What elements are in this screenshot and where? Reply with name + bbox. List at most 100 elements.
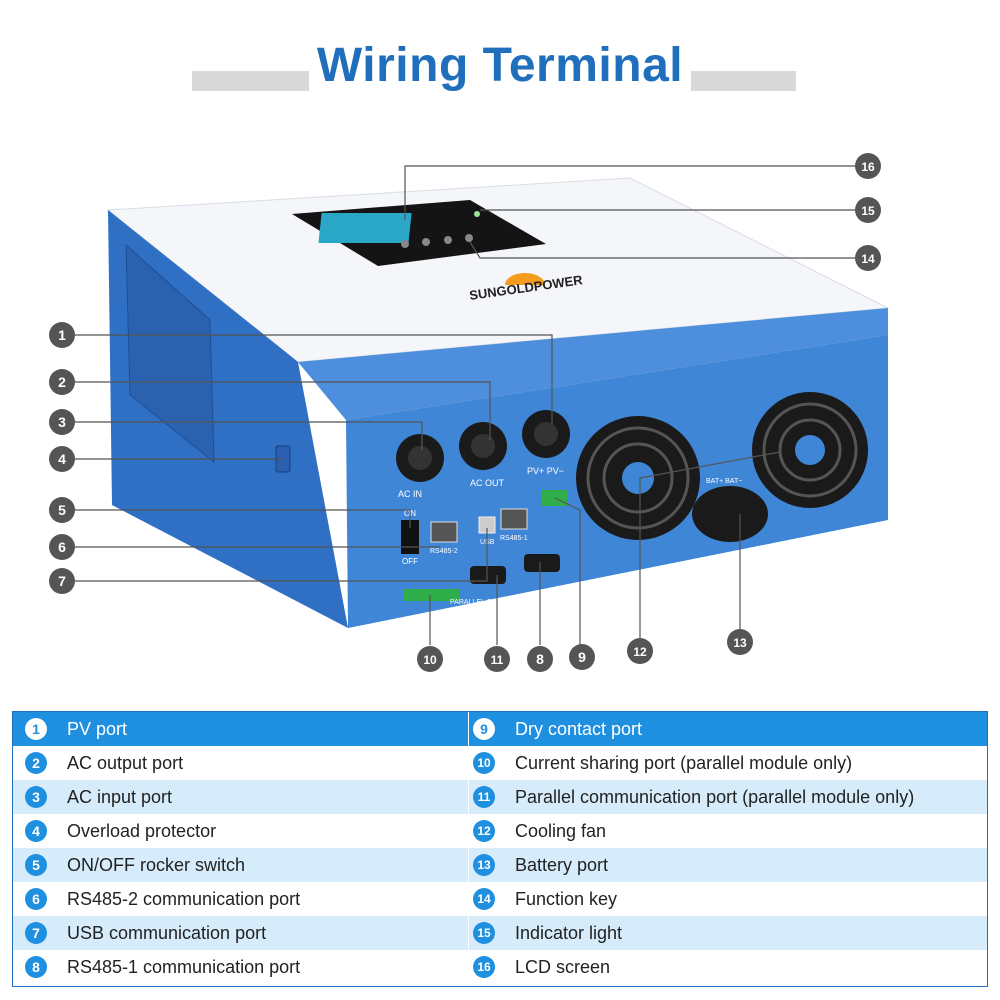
legend-number-badge: 16 [473, 956, 495, 978]
rs485-1-label: RS485-1 [500, 535, 528, 542]
legend-item: 16 LCD screen [473, 950, 983, 984]
callout-leader-lines [75, 165, 855, 645]
function-key-1 [401, 240, 409, 248]
leader-line-2 [75, 381, 491, 440]
legend-row: 2 AC output port 10 Current sharing port (… [13, 746, 987, 780]
legend-item: 2 AC output port [25, 746, 465, 780]
cooling-fan-1-ring-inner [602, 442, 674, 514]
callout-2-label: 2 [58, 374, 66, 390]
callout-8 [527, 646, 553, 672]
cooling-fan-1-hub [622, 462, 654, 494]
callout-badges: 1 2 3 4 5 6 7 8 9 10 11 12 13 14 15 16 [49, 153, 881, 672]
legend-label: RS485-1 communication port [67, 956, 301, 977]
legend-number-badge: 9 [473, 718, 495, 740]
legend-label: PV port [67, 718, 128, 739]
legend-label: LCD screen [515, 956, 611, 977]
parallel-db9-port [524, 554, 560, 572]
callout-1-label: 1 [58, 327, 66, 343]
page-title-text: Wiring Terminal [308, 39, 692, 92]
leader-line-3 [75, 421, 423, 450]
callout-6-label: 6 [58, 539, 66, 555]
callout-16-label: 16 [861, 160, 875, 174]
callout-13-label: 13 [733, 636, 747, 650]
callout-5-label: 5 [58, 502, 66, 518]
brand-sun-logo [505, 273, 545, 285]
legend-number-badge: 10 [473, 752, 495, 774]
legend-label: AC input port [67, 786, 173, 807]
legend-label: ON/OFF rocker switch [67, 854, 246, 875]
callout-13 [727, 629, 753, 655]
legend-item: 4 Overload protector [25, 814, 465, 848]
callout-11-label: 11 [491, 653, 504, 667]
legend-item: 14 Function key [473, 882, 983, 916]
ac-input-port-hub [408, 446, 432, 470]
callout-5 [49, 497, 75, 523]
legend-number-badge: 1 [25, 718, 47, 740]
callout-4-label: 4 [58, 451, 66, 467]
ac-out-label: AC OUT [470, 478, 505, 488]
rs485-2-label: RS485-2 [430, 548, 458, 555]
legend-label: Overload protector [67, 820, 217, 841]
legend-item: 7 USB communication port [25, 916, 465, 950]
battery-label: BAT+ BAT− [706, 478, 742, 485]
callout-15-label: 15 [861, 204, 875, 218]
leader-line-14 [469, 241, 855, 259]
callout-14 [855, 245, 881, 271]
callout-3 [49, 409, 75, 435]
callout-6 [49, 534, 75, 560]
legend-number-badge: 6 [25, 888, 47, 910]
callout-2 [49, 369, 75, 395]
legend-number-badge: 14 [473, 888, 495, 910]
callout-15 [855, 197, 881, 223]
legend-number-badge: 11 [473, 786, 495, 808]
legend-number-badge: 7 [25, 922, 47, 944]
front-top-band [298, 308, 888, 420]
parallel-connection-label: PARALLEL CONNECTION [450, 599, 534, 606]
legend-row: 6 RS485-2 communication port 14 Function k… [13, 882, 987, 916]
legend-item: 1 PV port [25, 712, 465, 746]
legend-label: Current sharing port (parallel module on… [515, 752, 853, 773]
callout-12 [627, 638, 653, 664]
page-title: Wiring Terminal [0, 38, 1000, 93]
on-off-rocker-switch [401, 520, 419, 554]
current-sharing-port [403, 589, 459, 601]
function-key-4 [465, 234, 473, 242]
callout-10-label: 10 [423, 653, 437, 667]
leader-line-9 [554, 497, 581, 645]
legend-label: Cooling fan [515, 820, 607, 841]
battery-port [692, 486, 768, 542]
callout-7-label: 7 [58, 573, 66, 589]
leader-line-7 [75, 528, 488, 582]
legend-label: USB communication port [67, 922, 267, 943]
ac-in-label: AC IN [398, 489, 422, 499]
legend-label: Indicator light [515, 922, 623, 943]
legend-label: RS485-2 communication port [67, 888, 301, 909]
callout-9-label: 9 [578, 649, 586, 665]
inverter-diagram: SUNGOLDPOWER AC IN AC OUT PV+ PV− ON OFF… [49, 153, 890, 672]
callout-11 [484, 646, 510, 672]
function-key-3 [444, 236, 452, 244]
pv-label: PV+ PV− [527, 466, 564, 476]
legend-number-badge: 2 [25, 752, 47, 774]
legend-label: AC output port [67, 752, 184, 773]
rs485-1-port [500, 508, 528, 530]
rs485-2-port [430, 521, 458, 543]
callout-3-label: 3 [58, 414, 66, 430]
leader-line-1 [75, 334, 553, 424]
legend-number-badge: 5 [25, 854, 47, 876]
callout-10 [417, 646, 443, 672]
leader-line-5 [75, 509, 411, 528]
legend-label: Function key [515, 888, 618, 909]
legend-number-badge: 4 [25, 820, 47, 842]
legend-column-divider [468, 712, 469, 986]
function-key-2 [422, 238, 430, 246]
indicator-light [474, 211, 480, 217]
ac-output-port-hub [471, 434, 495, 458]
